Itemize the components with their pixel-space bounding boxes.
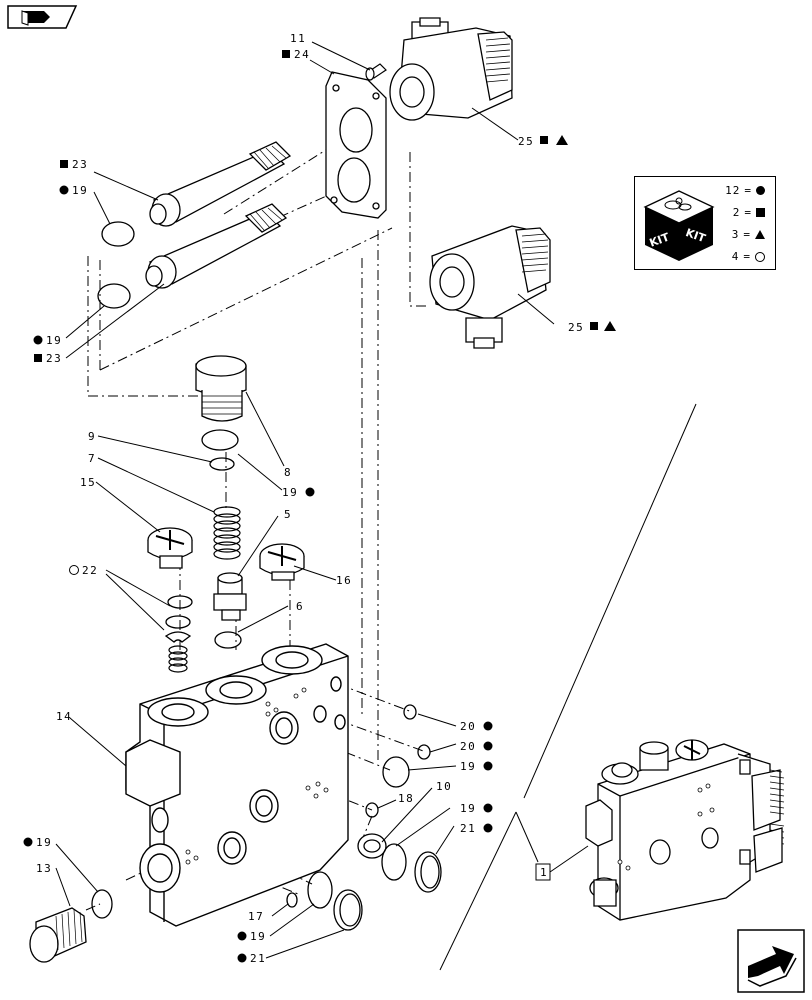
washer-9 (209, 457, 235, 471)
callout-23a: 23 (72, 158, 88, 171)
filled-square-icon (756, 208, 765, 217)
plug-16 (259, 543, 305, 581)
kit-qty: 3 (731, 228, 740, 241)
seal-rings-lower (91, 871, 363, 931)
callout-20a: 20 (460, 720, 476, 733)
kit-equals: = (744, 206, 752, 219)
plug-8 (195, 355, 247, 422)
callout-5: 5 (284, 508, 292, 521)
callout-19c: 19 (282, 486, 298, 499)
book-back-icon[interactable] (7, 5, 78, 29)
kit-qty: 2 (732, 206, 741, 219)
callout-8: 8 (284, 466, 292, 479)
callout-labels: 11 24 25 23 19 25 19 23 9 7 8 19 15 5 22… (36, 32, 584, 965)
o-ring-19-lower (97, 283, 131, 309)
screw-11 (365, 63, 387, 81)
o-ring-19-upper (101, 221, 135, 247)
callout-13: 13 (36, 862, 52, 875)
callout-21b: 21 (250, 952, 266, 965)
callout-25b: 25 (568, 321, 584, 334)
open-circle-icon (755, 251, 765, 262)
filled-triangle-icon (755, 230, 765, 239)
callout-18: 18 (398, 792, 414, 805)
connector-lines (85, 115, 430, 911)
kit-entry-4: 4 = (732, 250, 765, 263)
callout-20b: 20 (460, 740, 476, 753)
callout-16: 16 (336, 574, 352, 587)
callout-19g: 19 (250, 930, 266, 943)
callout-17: 17 (248, 910, 264, 923)
callout-19d: 19 (460, 760, 476, 773)
callout-9: 9 (88, 430, 96, 443)
callout-15: 15 (80, 476, 96, 489)
callout-23b: 23 (46, 352, 62, 365)
callout-19a: 19 (72, 184, 88, 197)
callout-10: 10 (436, 780, 452, 793)
callout-21a: 21 (460, 822, 476, 835)
kit-box-icon: KIT KIT (643, 190, 715, 261)
kit-entry-3: 3 = (732, 228, 765, 241)
callout-24: 24 (294, 48, 310, 61)
retaining-rings-22 (164, 595, 193, 643)
spring-22 (168, 645, 188, 673)
armature-upper (149, 141, 292, 227)
callout-14: 14 (56, 710, 72, 723)
kit-legend: KIT KIT 12 = 2 = 3 = 4 = (634, 176, 776, 270)
kit-equals: = (743, 250, 751, 263)
callout-11: 11 (290, 32, 306, 45)
solenoid-coil-right (429, 225, 551, 349)
kit-equals: = (744, 184, 752, 197)
plug-15 (147, 527, 193, 569)
kit-entry-2: 2 = (733, 206, 765, 219)
kit-equals: = (743, 228, 751, 241)
gasket-plate (325, 71, 387, 219)
callout-19f: 19 (36, 836, 52, 849)
spring-7 (213, 506, 241, 560)
valve-body-14 (125, 643, 349, 927)
callout-markers (23, 50, 616, 963)
kit-qty: 12 (725, 184, 741, 197)
armature-lower (145, 203, 288, 289)
filled-circle-icon (756, 186, 765, 195)
detail-callout-1[interactable]: 1 (535, 863, 551, 881)
next-arrow-icon[interactable] (737, 929, 805, 993)
o-ring-19-plug (201, 429, 239, 451)
plug-13 (29, 907, 87, 963)
callout-25a: 25 (518, 135, 534, 148)
kit-entry-12: 12 = (725, 184, 765, 197)
callout-1: 1 (540, 866, 548, 879)
seal-rings-right (357, 704, 442, 893)
callout-6: 6 (296, 600, 304, 613)
o-ring-6 (214, 631, 242, 649)
callout-leaders (55, 41, 555, 959)
solenoid-coil-top (389, 17, 513, 121)
kit-qty: 4 (731, 250, 740, 263)
valve-5 (213, 572, 247, 621)
callout-22: 22 (82, 564, 98, 577)
assembled-valve-1 (585, 739, 785, 921)
callout-19b: 19 (46, 334, 62, 347)
detail-leader-lines (439, 403, 697, 971)
callout-19e: 19 (460, 802, 476, 815)
callout-7: 7 (88, 452, 96, 465)
